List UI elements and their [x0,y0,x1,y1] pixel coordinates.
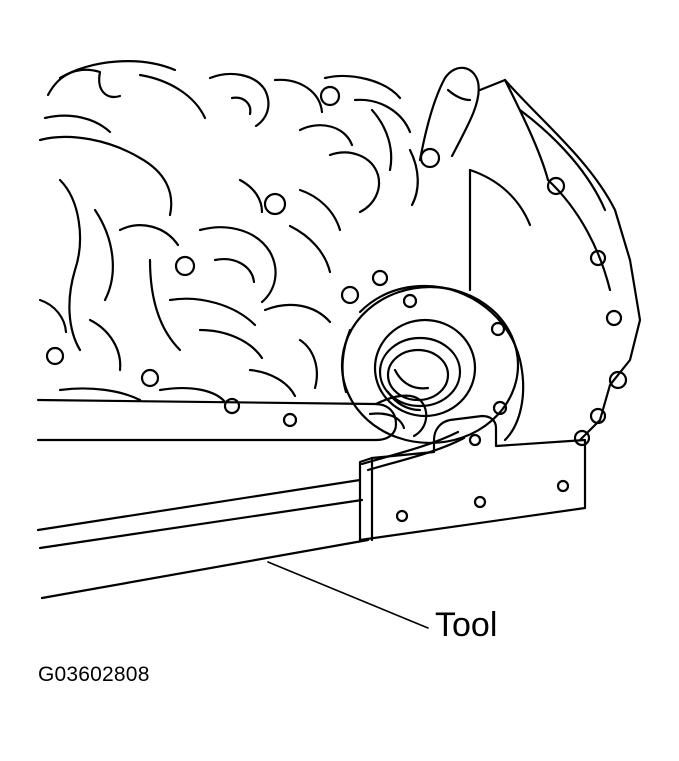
extension-housing [340,284,525,445]
oil-seal [378,336,462,412]
seal-puller-tool [36,394,587,600]
tool-leader-line [267,561,429,629]
transmission-case [38,60,642,447]
figure-code: G03602808 [38,663,150,686]
tool-callout-label: Tool [435,606,498,644]
